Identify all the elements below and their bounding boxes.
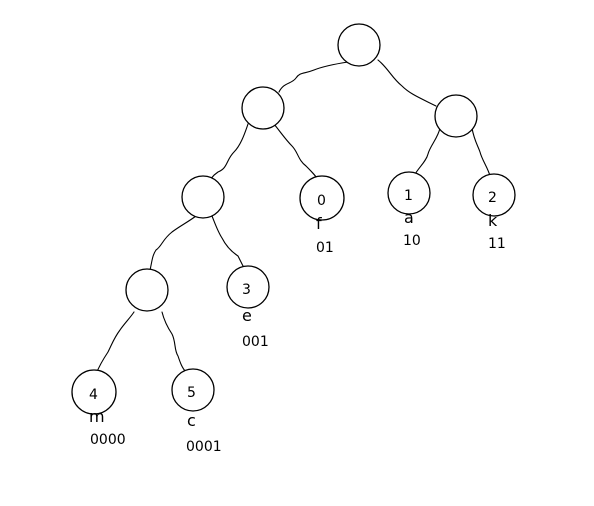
- leaf-index: 2: [488, 190, 497, 206]
- tree-edges: [95, 59, 491, 375]
- leaf-circle: [71, 369, 117, 415]
- leaf-node-f: 0 f 01: [299, 175, 345, 256]
- edge-l1-left: [207, 123, 249, 185]
- edge-l3-left-to-m: [95, 311, 135, 375]
- leaf-code: 0001: [186, 439, 222, 455]
- leaf-node-a: 1 a 10: [387, 171, 431, 249]
- leaf-code: 01: [316, 240, 334, 256]
- leaf-circle: [226, 265, 270, 309]
- leaf-code: 001: [242, 334, 269, 350]
- leaf-index: 3: [242, 282, 251, 298]
- leaf-index: 5: [187, 385, 196, 401]
- leaf-node-c: 5 c 0001: [171, 368, 222, 455]
- internal-nodes: [125, 23, 478, 312]
- edge-root-right: [377, 59, 437, 107]
- leaf-symbol: e: [242, 306, 252, 325]
- leaf-circle: [299, 175, 345, 221]
- internal-node-left-left-left: [125, 268, 169, 312]
- internal-node-left: [241, 86, 285, 130]
- leaf-node-k: 2 k 11: [472, 173, 516, 252]
- internal-node-right: [434, 94, 478, 138]
- edge-l2-left: [149, 215, 197, 271]
- leaf-circle: [472, 173, 516, 217]
- edge-r1-right-to-k: [471, 127, 491, 177]
- edge-root-left: [278, 61, 349, 93]
- edge-l1-right-to-f: [273, 123, 319, 181]
- internal-node-left-left: [181, 175, 225, 219]
- leaf-circle: [171, 368, 215, 412]
- leaf-symbol: k: [488, 211, 498, 230]
- leaf-index: 4: [89, 387, 98, 403]
- leaf-code: 11: [488, 236, 506, 252]
- edge-l2-right-to-e: [211, 215, 245, 269]
- edge-r1-left-to-a: [413, 127, 441, 177]
- leaf-node-e: 3 e 001: [226, 265, 270, 350]
- root-node: [337, 23, 381, 67]
- leaf-symbol: f: [316, 214, 322, 233]
- leaf-index: 0: [317, 193, 326, 209]
- leaf-index: 1: [404, 188, 413, 204]
- edge-l3-right-to-c: [161, 311, 187, 373]
- leaf-code: 10: [403, 233, 421, 249]
- leaf-symbol: a: [404, 208, 414, 227]
- leaf-circle: [387, 171, 431, 215]
- leaf-symbol: c: [187, 411, 196, 430]
- leaf-code: 0000: [90, 432, 126, 448]
- leaf-symbol: m: [89, 407, 105, 426]
- leaf-node-m: 4 m 0000: [71, 369, 126, 448]
